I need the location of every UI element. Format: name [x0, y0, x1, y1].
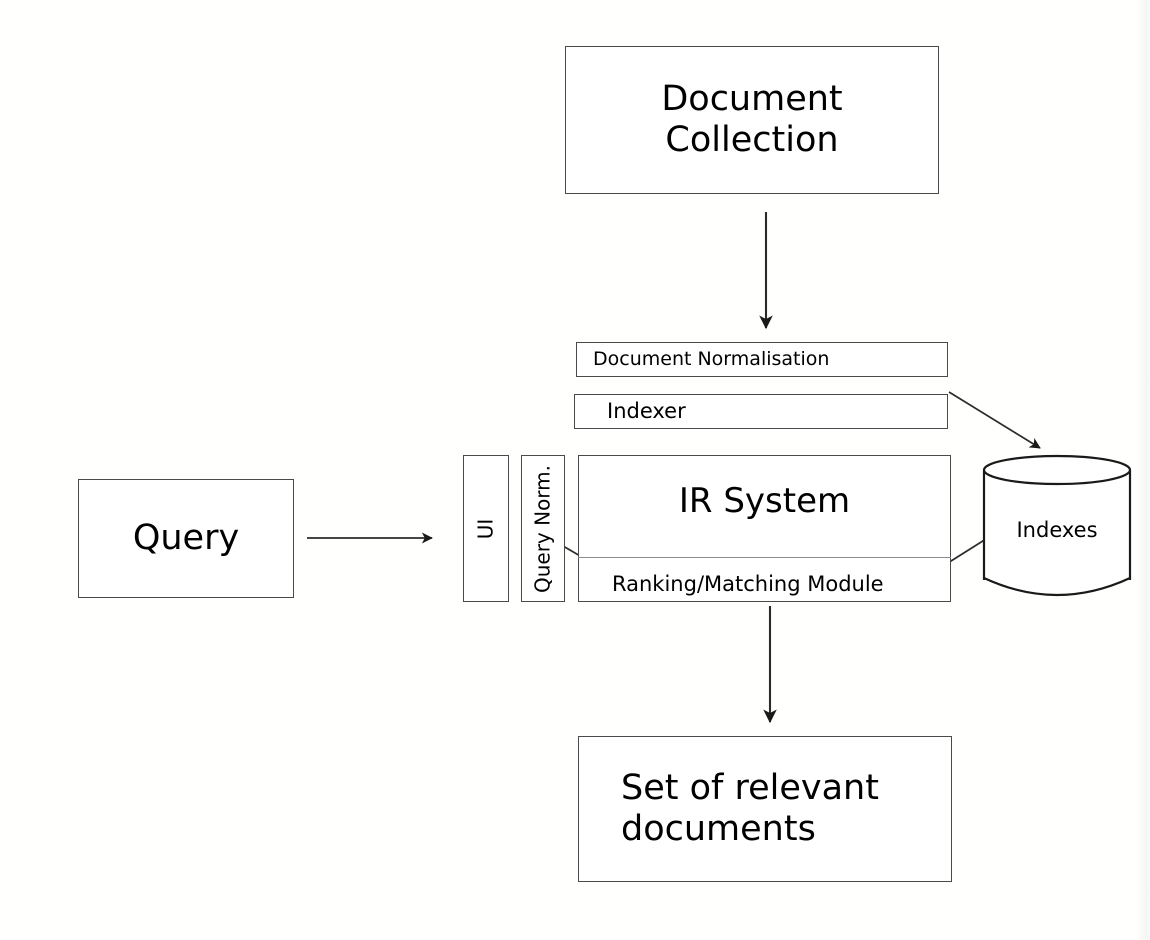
node-query[interactable]: Query: [78, 479, 294, 598]
node-query-normalisation-label: Query Norm.: [530, 464, 555, 593]
node-document-collection[interactable]: Document Collection: [565, 46, 939, 194]
node-indexes-label: Indexes: [1016, 518, 1098, 542]
node-ui-label: UI: [473, 518, 498, 539]
node-query-normalisation[interactable]: Query Norm.: [521, 455, 565, 602]
arrow-indexer-to-indexes: [948, 391, 1041, 449]
page-edge-artifact: [1136, 0, 1150, 940]
node-ir-system[interactable]: IR System: [578, 455, 951, 602]
node-document-normalisation[interactable]: Document Normalisation: [576, 342, 948, 377]
node-ui[interactable]: UI: [463, 455, 509, 602]
node-ranking-matching-module[interactable]: Ranking/Matching Module: [612, 572, 884, 596]
node-set-of-relevant-documents[interactable]: Set of relevant documents: [578, 736, 952, 882]
ir-system-divider: [578, 557, 951, 558]
node-indexer[interactable]: Indexer: [574, 394, 948, 429]
